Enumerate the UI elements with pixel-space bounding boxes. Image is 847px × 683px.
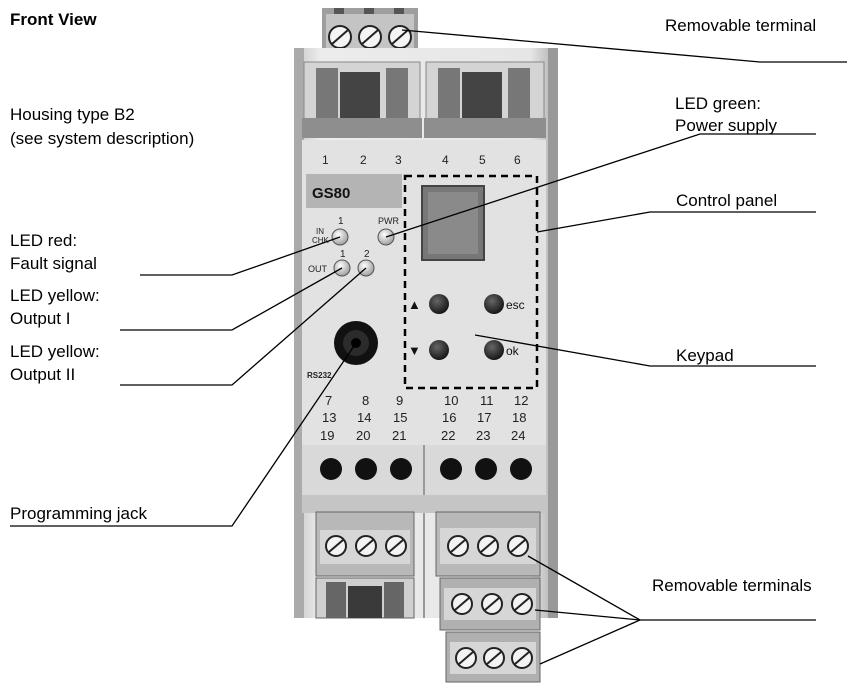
- keypad-label: Keypad: [676, 346, 734, 365]
- terminal-number: 18: [512, 410, 526, 425]
- terminal-number: 20: [356, 428, 370, 443]
- leader-removable-terminal: [401, 29, 847, 63]
- leader-led-yellow-2: [120, 267, 367, 386]
- ok-label: ok: [506, 344, 520, 358]
- housing-note-label: (see system description): [10, 129, 195, 148]
- leader-led-red: [140, 236, 341, 276]
- esc-label: esc: [506, 298, 525, 312]
- leader-programming-jack: [10, 342, 357, 527]
- pwr-label: PWR: [378, 216, 399, 226]
- terminal-number: 3: [395, 153, 402, 167]
- leader-led-green: [385, 133, 816, 238]
- esc-button[interactable]: [484, 294, 504, 314]
- control-panel-frame: [403, 174, 539, 390]
- terminal-number: 15: [393, 410, 407, 425]
- led1b-number: 1: [340, 249, 346, 260]
- housing-type-label: Housing type B2: [10, 105, 135, 124]
- removable-terminals-label: Removable terminals: [652, 576, 812, 595]
- leader-keypad: [474, 334, 816, 367]
- terminal-number: 22: [441, 428, 455, 443]
- chk-label: CHK: [312, 236, 330, 245]
- out-label: OUT: [308, 264, 328, 274]
- leader-control-panel: [536, 211, 816, 233]
- leader-removable-terminals-2: [534, 609, 641, 621]
- fault-signal-label: Fault signal: [10, 254, 97, 273]
- in-label: IN: [316, 227, 324, 236]
- down-arrow-label: ▼: [408, 343, 421, 358]
- removable-terminal-label: Removable terminal: [665, 16, 817, 35]
- top-terminal-block: [322, 8, 418, 62]
- terminal-number: 12: [514, 393, 528, 408]
- down-button[interactable]: [429, 340, 449, 360]
- terminal-number: 5: [479, 153, 486, 167]
- terminal-number: 14: [357, 410, 371, 425]
- power-supply-label: Power supply: [675, 116, 778, 135]
- terminal-number: 17: [477, 410, 491, 425]
- led-yellow-1-label: LED yellow:: [10, 286, 100, 305]
- bottom-right-terminal-block-3: [445, 631, 541, 683]
- terminal-number: 6: [514, 153, 521, 167]
- led1-number: 1: [338, 216, 344, 227]
- led-yellow-2-label: LED yellow:: [10, 342, 100, 361]
- terminal-number: 16: [442, 410, 456, 425]
- ok-button[interactable]: [484, 340, 504, 360]
- terminal-number: 2: [360, 153, 367, 167]
- leader-led-yellow-1: [120, 267, 343, 331]
- control-panel-label: Control panel: [676, 191, 778, 210]
- bottom-right-terminal-block-2: [439, 577, 541, 631]
- terminal-number: 4: [442, 153, 449, 167]
- model-label: GS80: [312, 185, 350, 202]
- leader-removable-terminals-3: [539, 619, 641, 665]
- terminal-number: 8: [362, 393, 369, 408]
- terminal-number: 19: [320, 428, 334, 443]
- output-2-label: Output II: [10, 365, 76, 384]
- terminal-number: 1: [322, 153, 329, 167]
- lower-terminal-numbers: 7 8 9 10 11 12 13 14 15 16 17 18 19 20 2…: [320, 393, 528, 443]
- led-green-label: LED green:: [675, 94, 761, 113]
- led-red-label: LED red:: [10, 231, 78, 250]
- terminal-number: 11: [480, 393, 494, 408]
- bottom-left-terminal-block: [315, 511, 415, 619]
- page-title: Front View: [10, 10, 97, 29]
- up-button[interactable]: [429, 294, 449, 314]
- up-arrow-label: ▲: [408, 297, 421, 312]
- model-plate: [306, 174, 402, 208]
- bottom-right-terminal-block-1: [435, 511, 541, 577]
- terminal-number: 23: [476, 428, 490, 443]
- terminal-number: 9: [396, 393, 403, 408]
- terminal-number: 24: [511, 428, 525, 443]
- terminal-number: 13: [322, 410, 336, 425]
- lower-screw-strip: [302, 445, 546, 618]
- programming-jack-label: Programming jack: [10, 504, 147, 523]
- rs232-label: RS232: [307, 371, 332, 380]
- terminal-number: 10: [444, 393, 458, 408]
- output-1-label: Output I: [10, 309, 71, 328]
- terminal-number: 21: [392, 428, 406, 443]
- led2-number: 2: [364, 249, 370, 260]
- terminal-number: 7: [325, 393, 332, 408]
- top-terminal-numbers: 1 2 3 4 5 6: [322, 153, 521, 167]
- top-connector-housing: [302, 61, 546, 138]
